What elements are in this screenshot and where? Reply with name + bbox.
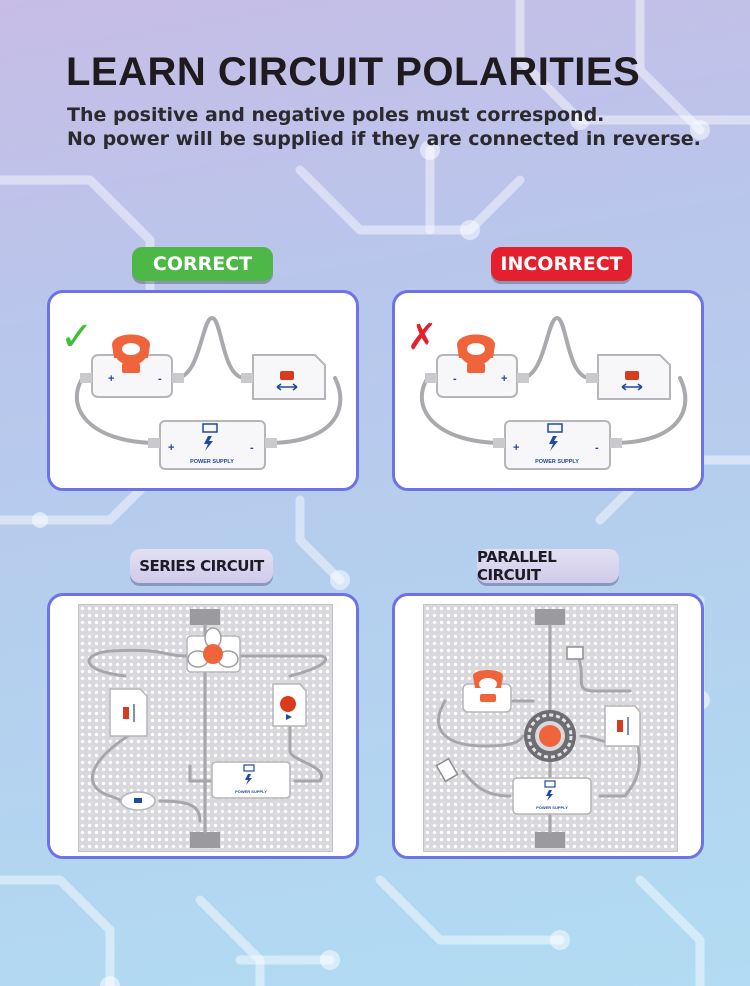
lamp-module[interactable] [120,791,156,811]
double-arrow-icon [276,383,298,391]
battery-icon [243,764,255,772]
battery-icon [202,423,218,433]
fan-module[interactable] [186,627,241,673]
fan-module[interactable]: - + [425,334,529,398]
power-supply-module[interactable]: POWER SUPPLY [512,777,592,815]
fan-module[interactable] [462,670,512,713]
switch-toggle-icon [123,707,129,719]
supply-label: POWER SUPPLY [235,789,267,794]
subtitle-line-2: No power will be supplied if they are co… [67,128,701,150]
supply-label: POWER SUPPLY [190,459,234,465]
switch-toggle-icon [625,371,639,380]
incorrect-label: INCORRECT [491,247,632,281]
parallel-circuit-label: PARALLEL CIRCUIT [477,548,619,584]
checkmark-icon: ✓ [60,314,94,360]
fan-hub-icon [203,644,223,664]
switch-toggle-icon [280,371,294,380]
fan-rotor-icon [457,334,495,373]
switch-module[interactable] [109,688,148,737]
fan-blades-icon [187,627,239,668]
battery-icon [544,780,556,788]
push-button-icon [280,696,296,712]
power-supply-module[interactable]: + - POWER SUPPLY [493,420,622,470]
top-connector [535,609,565,625]
series-circuit-label: SERIES CIRCUIT [130,549,273,583]
pointer-icon [286,714,292,720]
lightning-icon [204,436,213,451]
subtitle-line-1: The positive and negative poles must cor… [67,104,605,126]
top-connector [190,609,220,625]
incorrect-circuit-panel: ✗ - + + - POWER SUPPLY [392,290,704,491]
correct-label: CORRECT [132,247,273,281]
bottom-connector [535,832,565,848]
double-arrow-icon [621,383,643,391]
motor-light-module[interactable] [524,710,576,762]
battery-icon [547,423,563,433]
lightning-icon [245,774,252,785]
fan-polarity-right: - [158,373,162,385]
power-supply-module[interactable]: + - POWER SUPPLY [148,420,277,470]
supply-polarity-left: + [513,442,519,454]
lightning-icon [549,436,558,451]
cross-icon: ✗ [407,317,437,358]
correct-circuit-panel: ✓ + - + - POWER SUPPLY [47,290,359,491]
series-circuit-panel: POWER SUPPLY [47,593,359,859]
fan-polarity-right: + [501,373,507,385]
connector-clip-icon [435,757,459,783]
page-title: LEARN CIRCUIT POLARITIES [66,50,641,94]
supply-polarity-right: - [250,442,254,454]
power-supply-module[interactable]: POWER SUPPLY [211,761,291,799]
supply-label: POWER SUPPLY [536,805,568,810]
switch-module[interactable] [241,354,326,400]
fan-polarity-left: + [108,373,114,385]
bottom-connector [190,832,220,848]
fan-module[interactable]: + - [80,334,184,398]
switch-module[interactable] [604,705,641,747]
switch-module[interactable] [586,354,671,400]
led-icon [539,725,561,747]
fan-polarity-left: - [453,373,457,385]
lightning-icon [546,790,553,801]
button-module[interactable] [272,683,307,727]
parallel-circuit-panel: POWER SUPPLY [392,593,704,859]
supply-polarity-left: + [168,442,174,454]
supply-label: POWER SUPPLY [535,459,579,465]
switch-toggle-icon [617,720,623,732]
fan-rotor-icon [112,334,150,373]
bulb-icon [134,798,142,803]
connector-clip-icon [566,646,584,660]
supply-polarity-right: - [595,442,599,454]
